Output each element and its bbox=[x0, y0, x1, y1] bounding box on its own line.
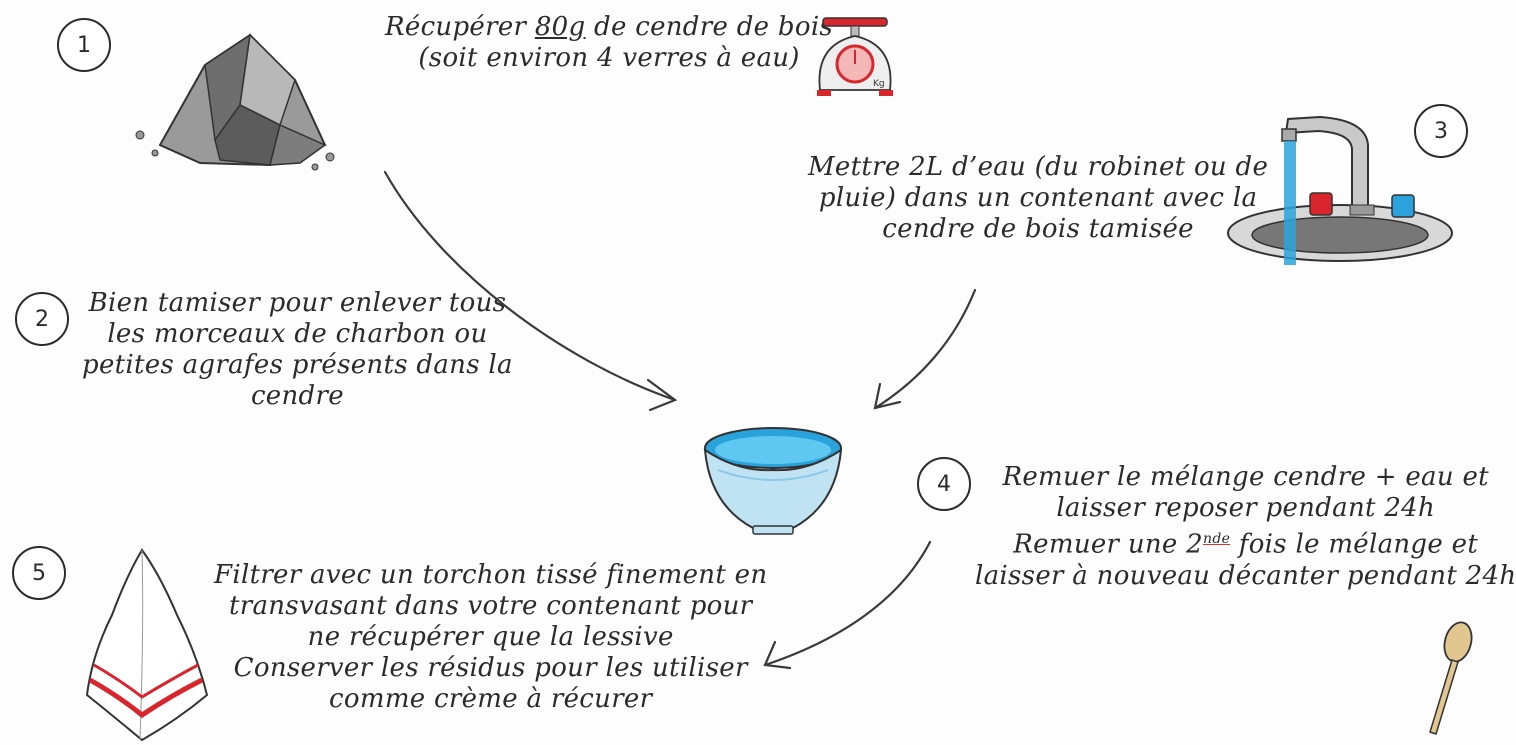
scale-label: Kg bbox=[873, 79, 885, 89]
step-2-text: Bien tamiser pour enlever tous les morce… bbox=[82, 288, 513, 412]
step-4-line-3: Remuer une 2nde fois le mélange et bbox=[1013, 529, 1479, 560]
step-5-line-5: comme crème à récurer bbox=[329, 684, 653, 714]
quantity-emphasis: 80g bbox=[534, 12, 586, 42]
step-2-line-4: cendre bbox=[250, 381, 344, 411]
step-4-line-1: Remuer le mélange cendre + eau et bbox=[1002, 462, 1489, 492]
step-1-line-1: Récupérer 80g de cendre de bois bbox=[385, 12, 834, 42]
step-5-line-1: Filtrer avec un torchon tissé finement e… bbox=[214, 560, 768, 590]
kitchen-scale-icon: Kg bbox=[817, 17, 893, 96]
step-3-text: Mettre 2L d’eau (du robinet ou de pluie)… bbox=[808, 152, 1268, 245]
step-3-line-2: pluie) dans un contenant avec la bbox=[818, 183, 1258, 213]
step-5-line-4: Conserver les résidus pour les utiliser bbox=[233, 653, 748, 683]
step-3-number: 3 bbox=[1414, 104, 1468, 158]
step-4-line-4: laisser à nouveau décanter pendant 24h bbox=[975, 560, 1516, 591]
wooden-spoon-icon bbox=[1429, 621, 1473, 735]
step-1-text: Récupérer 80g de cendre de bois (soit en… bbox=[385, 12, 833, 74]
step-1-line-2: (soit environ 4 verres à eau) bbox=[418, 43, 800, 73]
step-5-line-2: transvasant dans votre contenant pour bbox=[228, 591, 753, 621]
step-4-line-2: laisser reposer pendant 24h bbox=[1056, 493, 1436, 523]
cloth-icon bbox=[85, 548, 209, 742]
ash-pile-icon bbox=[135, 33, 335, 171]
step-1-number: 1 bbox=[57, 18, 111, 72]
faucet-sink-icon bbox=[1227, 115, 1453, 265]
step-4-number: 4 bbox=[917, 457, 971, 511]
arrow-3-to-bowl bbox=[873, 288, 977, 410]
arrow-4-to-5 bbox=[763, 540, 932, 667]
ordinal-superscript: nde bbox=[1203, 531, 1231, 547]
step-5-number: 5 bbox=[12, 546, 66, 600]
step-3-line-1: Mettre 2L d’eau (du robinet ou de bbox=[808, 152, 1269, 182]
step-5-text: Filtrer avec un torchon tissé finement e… bbox=[214, 560, 767, 715]
step-2-line-1: Bien tamiser pour enlever tous bbox=[88, 288, 507, 318]
bowl-icon bbox=[703, 427, 843, 535]
step-2-line-3: petites agrafes présents dans la bbox=[82, 350, 513, 380]
arrow-4-to-5-head bbox=[763, 640, 792, 670]
arrow-3-to-bowl-head bbox=[873, 382, 902, 410]
arrow-1-to-bowl-head bbox=[646, 378, 678, 412]
step-4-text: Remuer le mélange cendre + eau et laisse… bbox=[975, 462, 1516, 592]
step-5-line-3: ne récupérer que la lessive bbox=[307, 622, 674, 652]
step-3-line-3: cendre de bois tamisée bbox=[882, 214, 1194, 244]
step-2-number: 2 bbox=[15, 292, 69, 346]
step-2-line-2: les morceaux de charbon ou bbox=[107, 319, 488, 349]
